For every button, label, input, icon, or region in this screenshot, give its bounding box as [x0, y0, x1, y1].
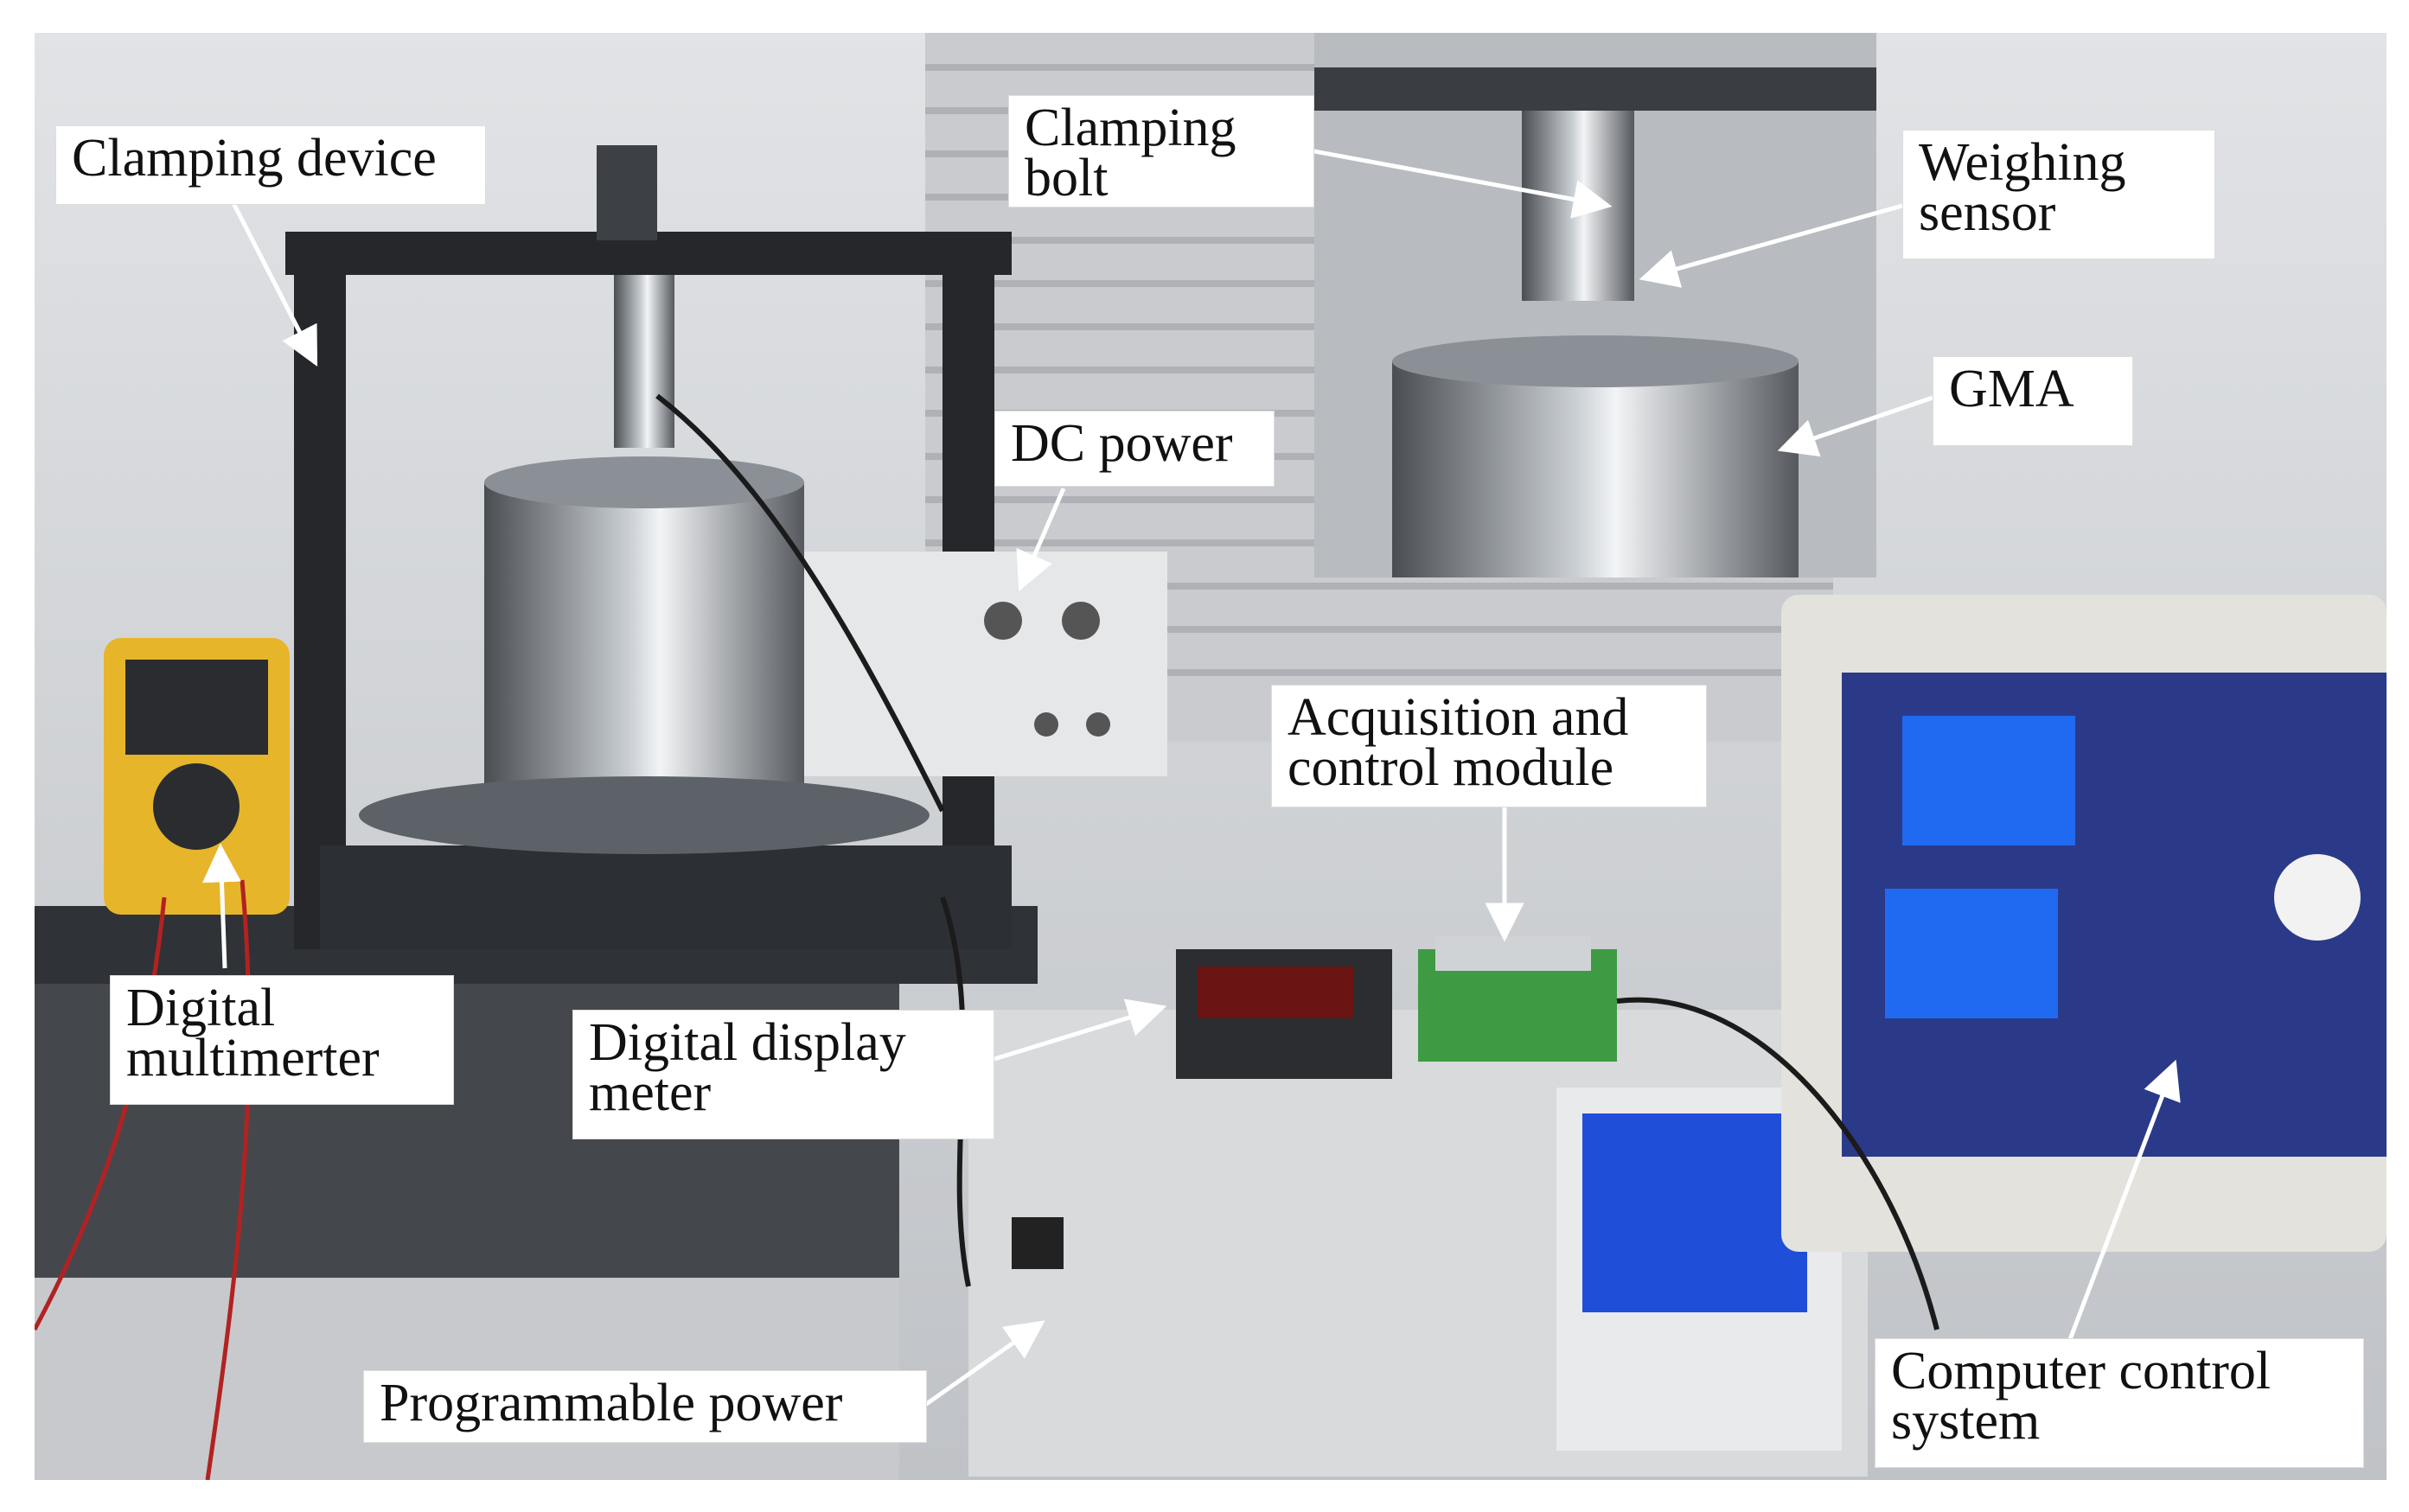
- cables-red: [35, 879, 252, 1480]
- instrument-cabinet: [968, 1010, 1868, 1477]
- label-clamping-bolt: Clamping bolt: [1008, 95, 1314, 207]
- inset-photo: [1314, 33, 1876, 577]
- label-programmable-power: Programmable power: [363, 1370, 927, 1443]
- label-computer-control-system: Computer control system: [1875, 1338, 2364, 1468]
- computer-monitor: [1781, 595, 2387, 1252]
- label-acquisition-module: Acquisition and control module: [1271, 685, 1707, 807]
- multimeter: [104, 638, 290, 915]
- label-clamping-device: Clamping device: [55, 125, 486, 205]
- label-dc-power: DC power: [994, 411, 1275, 487]
- acquisition-module-device: [1418, 936, 1617, 1062]
- clamping-frame: [285, 145, 1012, 949]
- gma-cylinder: [359, 456, 930, 854]
- lab-photo: [35, 33, 2387, 1480]
- dc-power-unit: [804, 552, 1167, 776]
- label-digital-multimeter: Digital multimerter: [110, 975, 454, 1105]
- label-weighing-sensor: Weighing sensor: [1902, 130, 2215, 259]
- label-digital-display-meter: Digital display meter: [572, 1010, 994, 1139]
- label-gma: GMA: [1933, 356, 2133, 446]
- lab-scene: [35, 33, 2387, 1480]
- display-meter-device: [1176, 949, 1392, 1079]
